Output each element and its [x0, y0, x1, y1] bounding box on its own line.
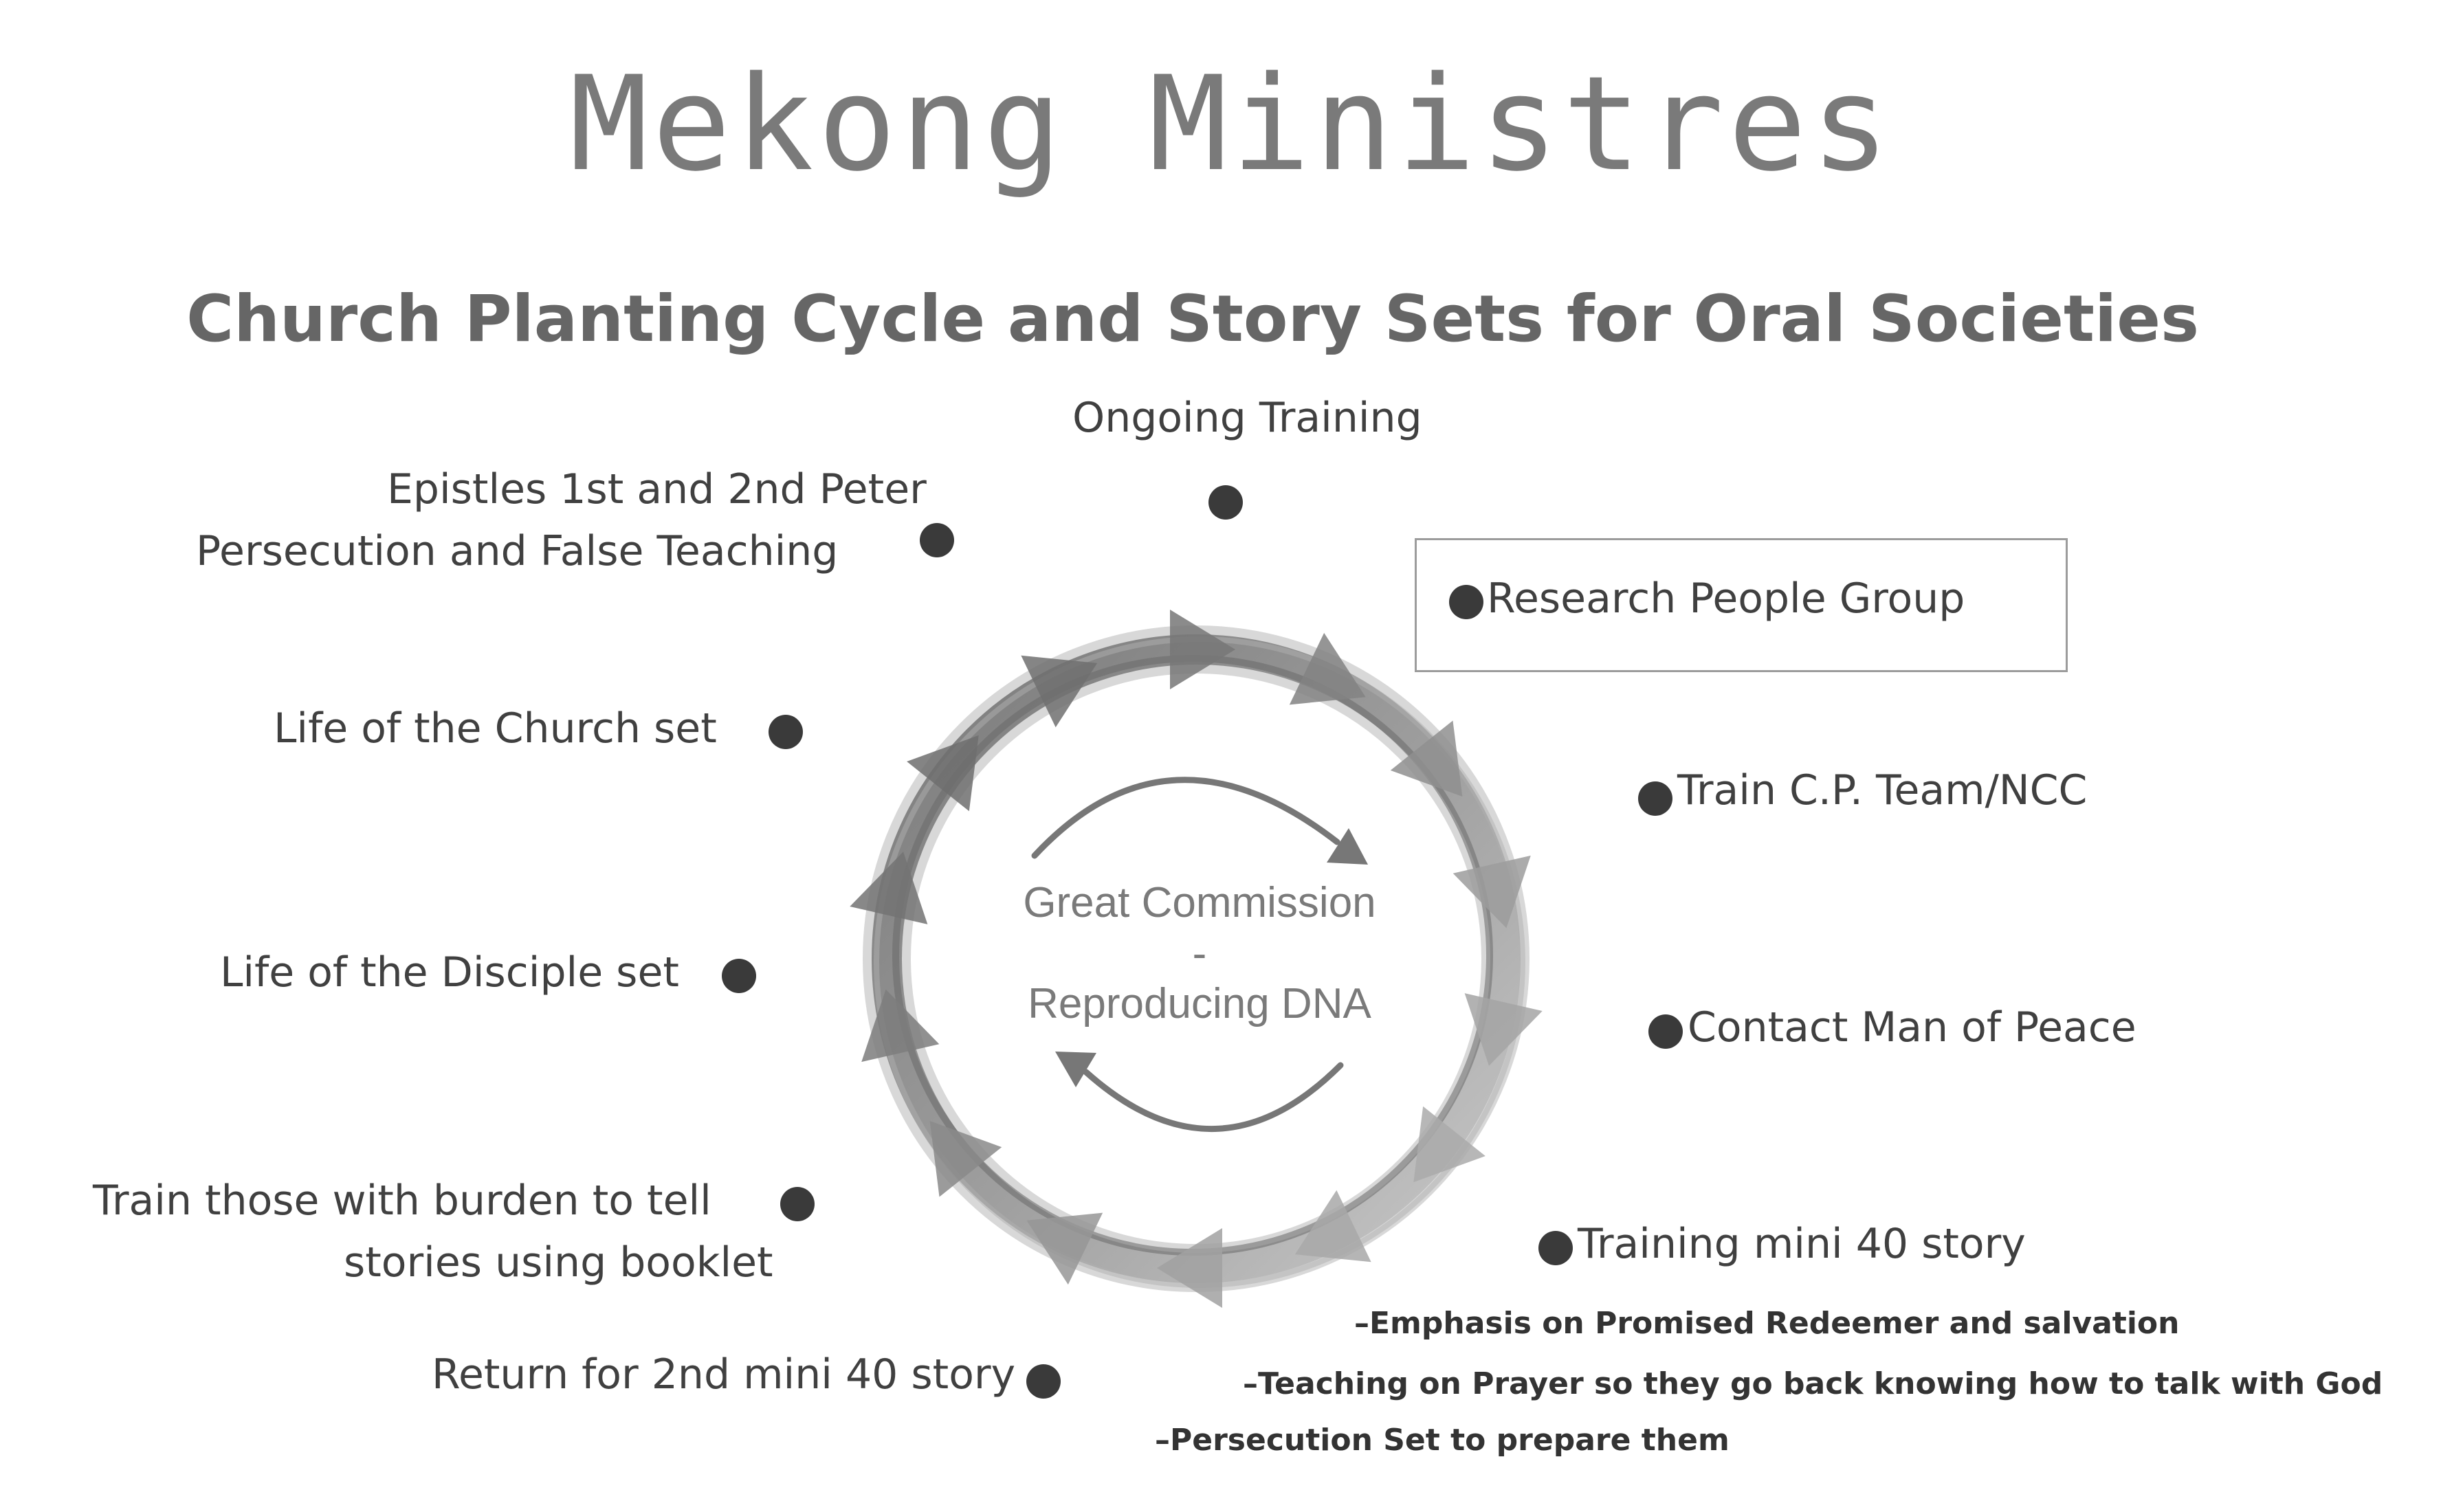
bullet-dot — [920, 523, 954, 557]
bullet-dot — [1648, 1014, 1683, 1049]
direction-arrow-icon — [1464, 993, 1543, 1066]
direction-arrow-icon — [1289, 632, 1366, 705]
label-training-mini-40: Training mini 40 story — [1578, 1220, 2026, 1268]
label-train-burden-line1: Train those with burden to tell — [93, 1177, 711, 1225]
label-epistles-line2: Persecution and False Teaching — [196, 527, 839, 575]
direction-arrow-icon — [1021, 655, 1098, 728]
bullet-dot — [1449, 585, 1483, 619]
label-life-of-church: Life of the Church set — [274, 704, 717, 753]
upper-arrow-head — [1327, 828, 1368, 865]
inner-arrows — [1031, 777, 1344, 1132]
bullet-dot — [1026, 1364, 1061, 1399]
label-return-mini-40: Return for 2nd mini 40 story — [432, 1350, 1016, 1399]
direction-arrow-icon — [1453, 855, 1531, 929]
label-train-burden-line2: stories using booklet — [344, 1238, 773, 1287]
direction-arrow-icon — [1157, 1228, 1222, 1308]
upper-curved-arrow — [1031, 777, 1340, 859]
label-research-people-group: Research People Group — [1487, 575, 1965, 623]
bullet-dot — [1538, 1231, 1573, 1265]
ring-arrows — [850, 610, 1543, 1308]
highlight-box — [1415, 538, 2068, 672]
bullet-dot — [780, 1187, 815, 1221]
brand-title: Mekong Ministres — [569, 48, 1894, 200]
bullet-dot — [722, 959, 756, 993]
direction-arrow-icon — [929, 1121, 1002, 1197]
direction-arrow-icon — [1026, 1212, 1103, 1285]
direction-arrow-icon — [850, 852, 928, 924]
label-ongoing-training: Ongoing Training — [1072, 394, 1422, 442]
center-title: Great Commission — [1023, 879, 1376, 926]
direction-arrow-icon — [1170, 610, 1235, 689]
bullet-dot — [1208, 485, 1243, 520]
detail-promised-redeemer: –Emphasis on Promised Redeemer and salva… — [1354, 1306, 2180, 1341]
bullet-dot — [769, 715, 803, 749]
label-contact-man-of-peace: Contact Man of Peace — [1688, 1003, 2136, 1052]
direction-arrow-icon — [861, 989, 940, 1063]
label-epistles-line1: Epistles 1st and 2nd Peter — [387, 465, 927, 513]
diagram-subtitle: Church Planting Cycle and Story Sets for… — [186, 282, 2199, 357]
direction-arrow-icon — [907, 735, 979, 812]
lower-arrow-head — [1055, 1052, 1096, 1087]
direction-arrow-icon — [1390, 720, 1463, 797]
direction-arrow-icon — [1294, 1190, 1371, 1263]
detail-prayer: –Teaching on Prayer so they go back know… — [1243, 1366, 2383, 1401]
center-dash: - — [1192, 930, 1207, 977]
label-train-cp-team: Train C.P. Team/NCC — [1677, 766, 2088, 814]
bullet-dot — [1638, 781, 1672, 816]
lower-curved-arrow — [1083, 1062, 1344, 1132]
center-subtitle: Reproducing DNA — [1028, 980, 1371, 1027]
detail-persecution-set: –Persecution Set to prepare them — [1155, 1423, 1730, 1458]
direction-arrow-icon — [1413, 1106, 1485, 1183]
label-life-of-disciple: Life of the Disciple set — [220, 948, 679, 997]
